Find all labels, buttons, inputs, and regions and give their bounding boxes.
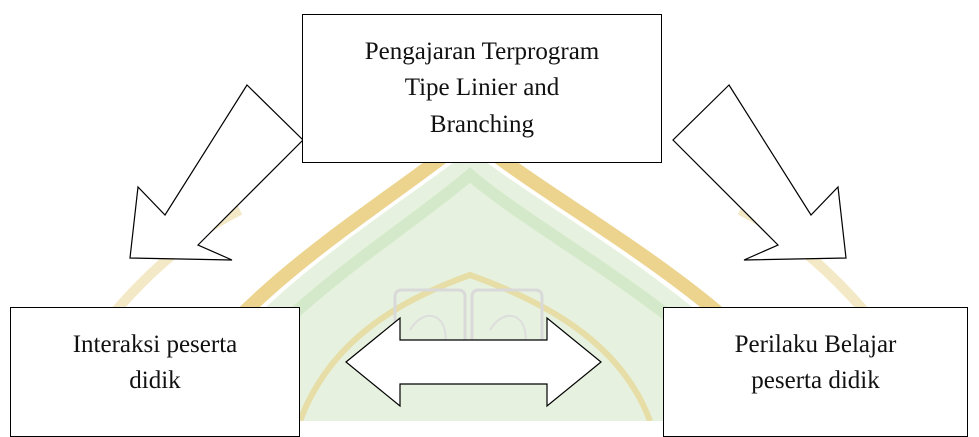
right-down-arrow [672,84,847,261]
programmed-teaching-line-1: Pengajaran Terprogram [364,38,600,66]
diagram-canvas: Pengajaran Terprogram Tipe Linier and Br… [10,14,968,437]
learning-behavior-line-2: peserta didik [751,367,880,394]
programmed-teaching-line-2: Tipe Linier and [404,74,560,102]
connector-arrows [129,84,847,408]
left-down-arrow [129,84,304,261]
student-interaction-line-2: didik [129,367,181,394]
student-interaction-line-1: Interaksi peserta [72,330,238,358]
learning-behavior-line-1: Perilaku Belajar [734,330,897,358]
programmed-teaching-line-3: Branching [429,110,535,138]
learning-behavior-box: Perilaku Belajar peserta didik [663,307,968,437]
student-interaction-box: Interaksi peserta didik [10,307,300,437]
programmed-teaching-box: Pengajaran Terprogram Tipe Linier and Br… [302,14,662,163]
bidirectional-arrow [345,316,602,408]
